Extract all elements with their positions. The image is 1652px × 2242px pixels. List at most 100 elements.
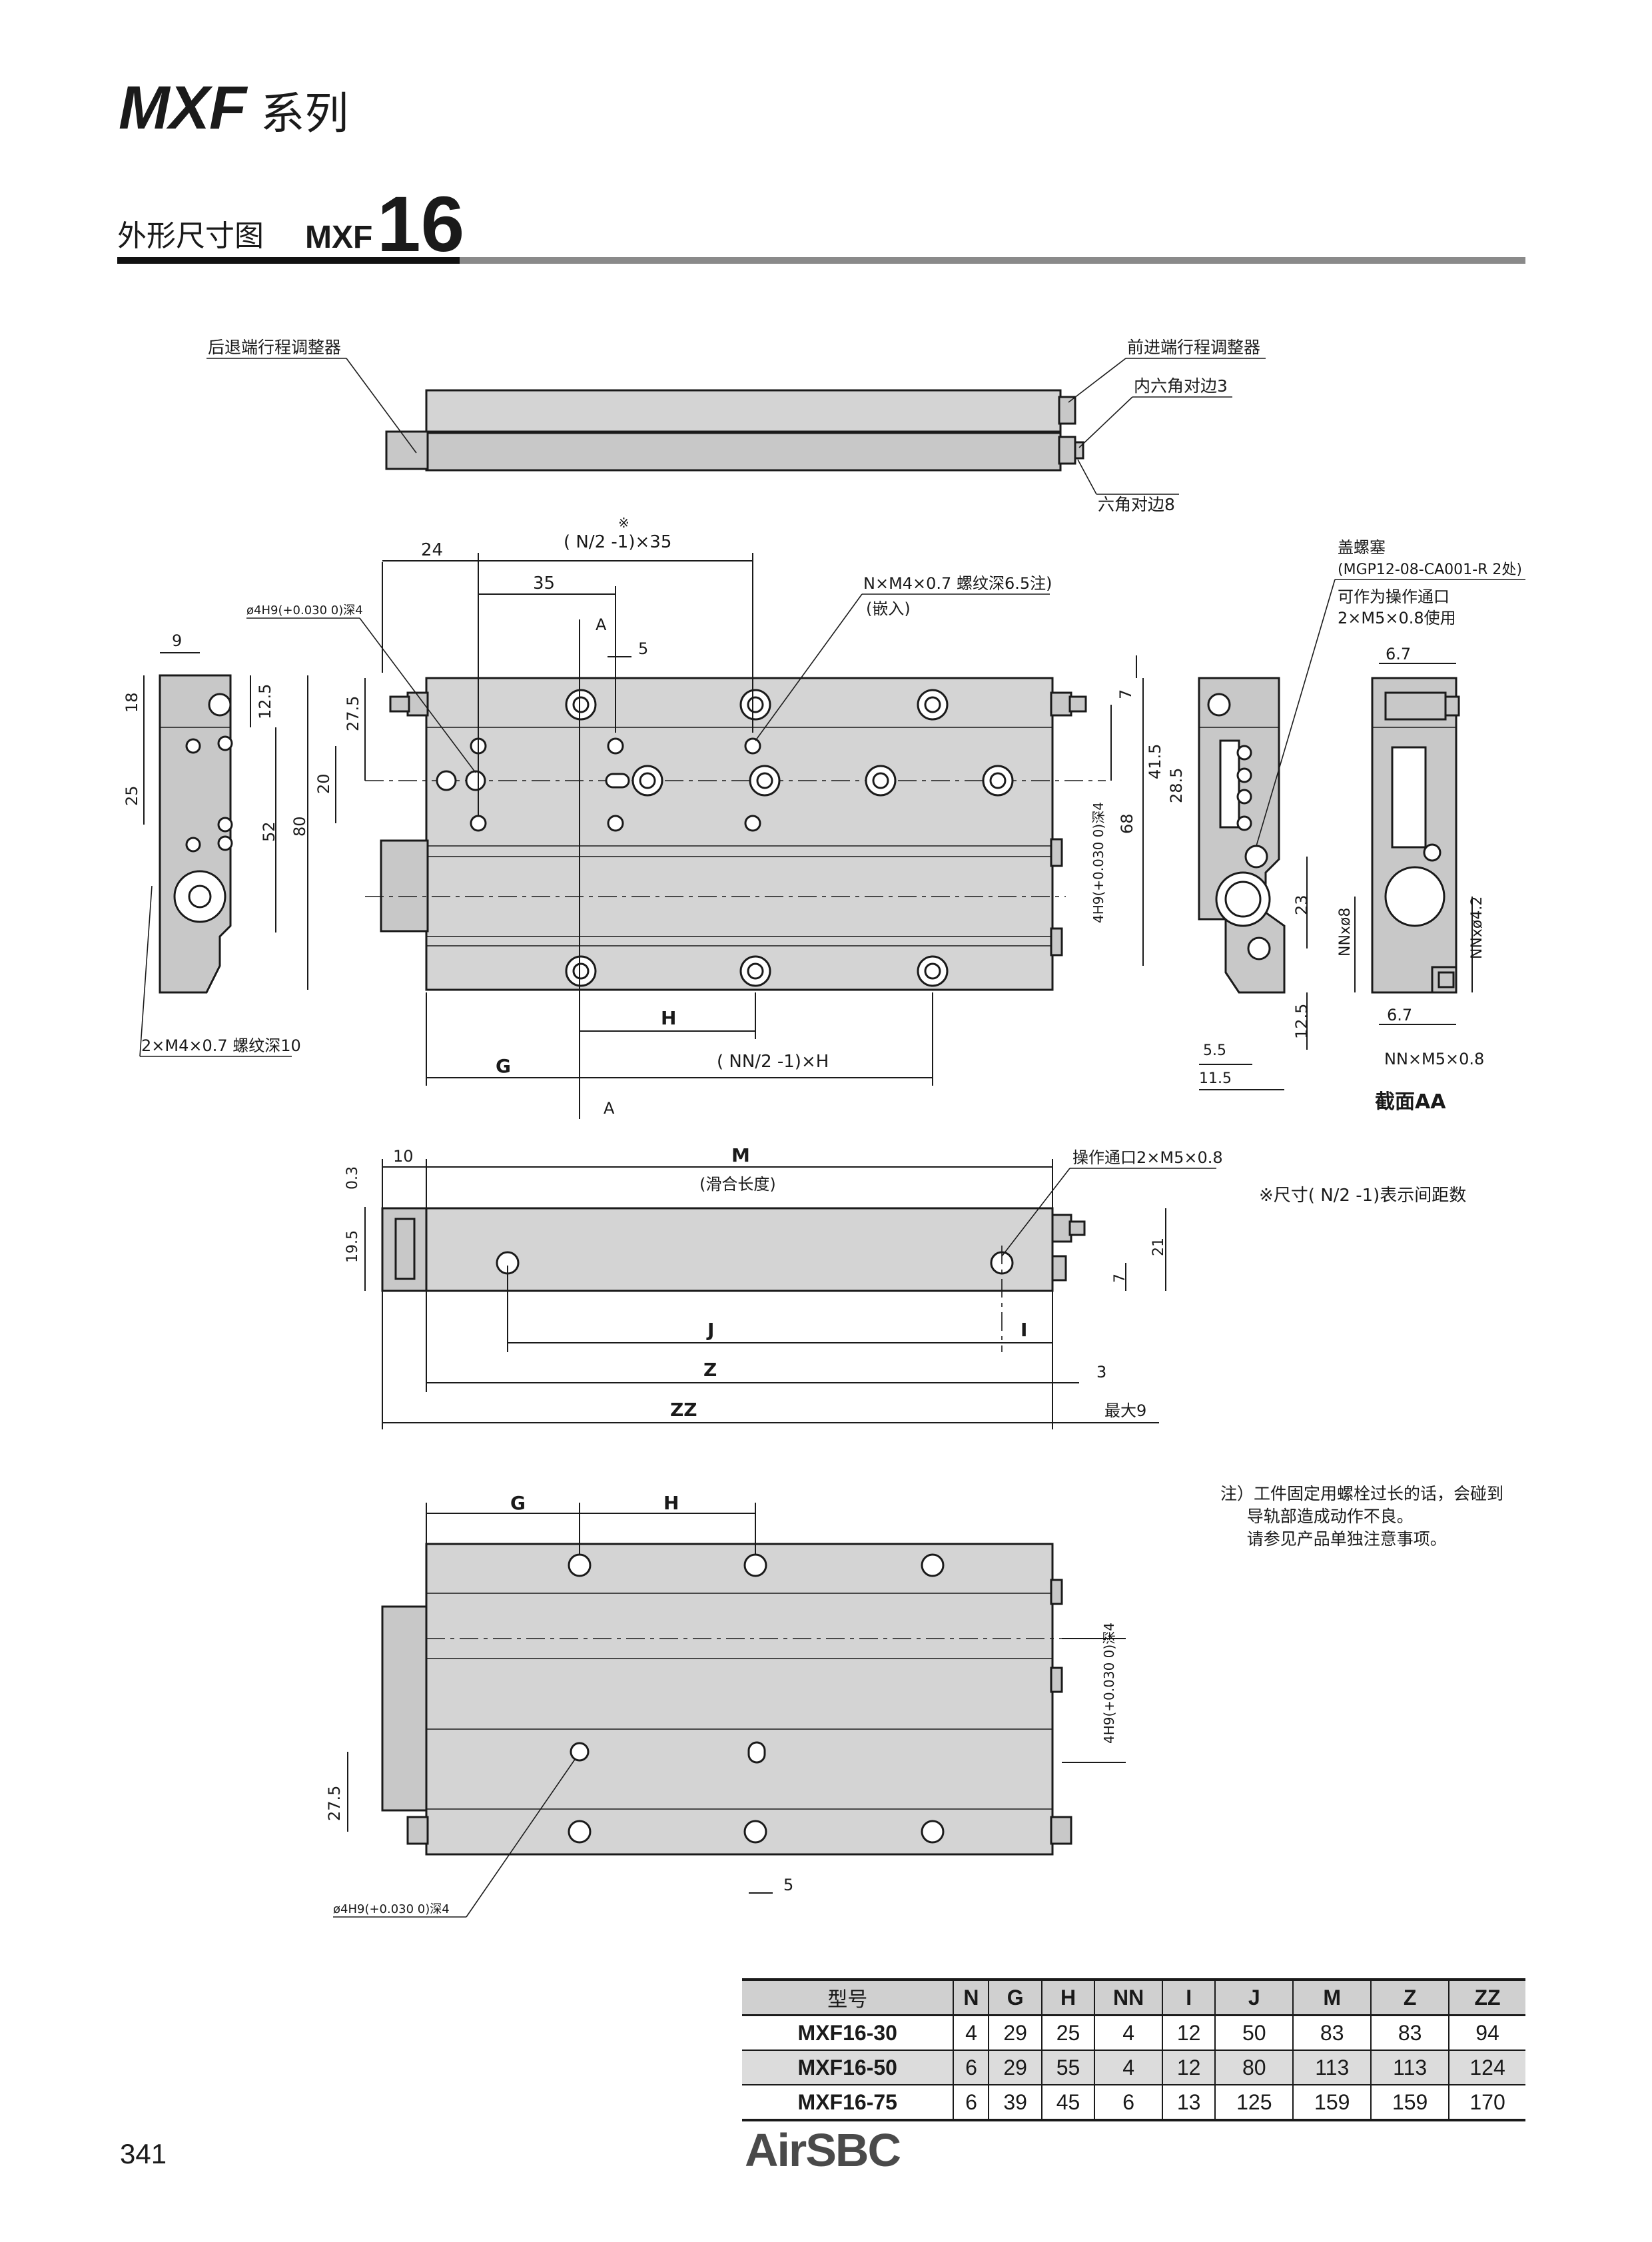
small-hole	[607, 815, 624, 832]
dim-9: 9	[172, 631, 182, 650]
table-cell: 83	[1292, 2015, 1372, 2051]
dim-41-5: 41.5	[1146, 744, 1164, 779]
dim-5: 5	[783, 1876, 793, 1894]
table-row: MXF16-50 6 29 55 4 12 80 113 113 124	[742, 2050, 1525, 2085]
pin-boss	[1050, 1667, 1063, 1693]
section-bore	[1384, 866, 1446, 927]
reference-note: ※尺寸( N/2 -1)表示间距数	[1259, 1186, 1467, 1206]
table-cell: 4	[953, 2015, 989, 2051]
profile-hole	[1207, 693, 1231, 717]
table-cell: 12	[1161, 2050, 1216, 2085]
leader	[1068, 358, 1126, 403]
cell-model: MXF16-30	[742, 2015, 954, 2051]
dim-7: 7	[1112, 1274, 1128, 1283]
dim-J: J	[706, 1319, 714, 1341]
top-view: 后退端行程调整器 前进端行程调整器 内六角对边3 六角对边8	[206, 338, 1266, 514]
column-header: 型号	[742, 1978, 954, 2016]
leader	[1077, 459, 1097, 495]
pin-hole	[570, 1742, 590, 1762]
table-cell: 113	[1370, 2050, 1449, 2085]
dim-NN-o4-2: NNxø4.2	[1469, 897, 1485, 959]
dim-A: A	[596, 615, 607, 634]
plug	[1236, 815, 1252, 831]
tapped-hole-inner	[572, 962, 590, 980]
table-row: MXF16-75 6 39 45 6 13 125 159 159 170	[742, 2085, 1525, 2121]
side-port-upper	[1051, 1214, 1072, 1243]
tapped-hole-inner	[756, 772, 773, 789]
side-hole	[436, 770, 457, 791]
tapped-hole-inner	[747, 962, 764, 980]
section-hole	[1423, 843, 1442, 862]
table-cell: 29	[988, 2015, 1042, 2051]
leader	[359, 617, 476, 773]
column-header: N	[953, 1978, 989, 2016]
section-title: 截面AA	[1375, 1090, 1446, 1114]
dim-pin-right: 4H9(+0.030 0)深4	[1090, 802, 1106, 923]
leader	[139, 885, 153, 1057]
table-cell: 13	[1161, 2085, 1216, 2121]
dim-pin: 4H9(+0.030 0)深4	[1101, 1623, 1117, 1744]
table-cell: 50	[1214, 2015, 1294, 2051]
dim-M: M	[731, 1144, 750, 1166]
dim-0-3: 0.3	[344, 1166, 361, 1190]
end-view-body	[1198, 677, 1286, 994]
label-rear-adjuster: 后退端行程调整器	[208, 338, 341, 357]
dim-27-5: 27.5	[325, 1786, 344, 1821]
profile-hole	[208, 693, 232, 717]
dim-24: 24	[421, 540, 443, 560]
section-rule-gray	[460, 257, 1525, 264]
front-view-body	[425, 677, 1054, 991]
slot-hole	[747, 1741, 766, 1764]
dim-23: 23	[1292, 895, 1311, 915]
port-hole	[1244, 845, 1268, 869]
dim-G: G	[510, 1492, 526, 1514]
rear-adjuster	[385, 430, 429, 470]
section-cavity	[1391, 746, 1427, 849]
label-port2: 2×M5×0.8使用	[1338, 609, 1456, 627]
small-hole	[744, 737, 761, 755]
plug	[1236, 745, 1252, 761]
dim-ZZ: ZZ	[670, 1399, 697, 1421]
leader	[1256, 579, 1336, 847]
table-cell: 6	[953, 2085, 989, 2121]
mounting-hole	[743, 1820, 767, 1844]
spec-table: 型号 N G H NN I J M Z ZZ MXF16-30 4 29 25 …	[742, 1978, 1525, 2121]
dim-35: 35	[533, 573, 555, 593]
tapped-hole-inner	[924, 962, 941, 980]
plug	[1236, 767, 1252, 783]
bottom-end-block	[381, 1605, 428, 1812]
leader	[755, 593, 863, 741]
leader	[466, 1758, 576, 1918]
notes: 注）工件固定用螺栓过长的话，会碰到 导轨部造成动作不良。 请参见产品单独注意事项…	[1220, 1483, 1503, 1551]
label-max: 最大9	[1104, 1401, 1146, 1420]
section-model-number: 16	[377, 181, 465, 268]
profile-hole	[185, 738, 201, 754]
table-cell: 4	[1094, 2015, 1162, 2051]
dim-12-5: 12.5	[256, 684, 274, 719]
table-cell: 113	[1292, 2050, 1372, 2085]
label-insert: (嵌入)	[866, 599, 911, 618]
top-view-lower-rail	[425, 432, 1062, 472]
profile-hole	[217, 817, 233, 833]
tapped-hole-inner	[924, 696, 941, 713]
dim-G: G	[496, 1055, 511, 1077]
tapped-hole-inner	[572, 696, 590, 713]
table-cell: 6	[953, 2050, 989, 2085]
table-cell: 159	[1370, 2085, 1449, 2121]
dim-80: 80	[290, 816, 309, 837]
front-view: 24 ( N/2 -1)×35 ※ 35 A 5 9 18 25 12.5 52…	[123, 515, 1186, 1119]
table-cell: 80	[1214, 2050, 1294, 2085]
end-block	[380, 839, 429, 933]
ref-mark: ※	[618, 515, 629, 531]
bottom-view-body	[425, 1543, 1054, 1856]
dim-52: 52	[260, 821, 278, 842]
label-front-adjuster: 前进端行程调整器	[1127, 338, 1260, 357]
pin-hole	[465, 770, 486, 791]
profile-hole	[217, 835, 233, 851]
dim-H: H	[663, 1492, 679, 1514]
dim-68: 68	[1118, 813, 1136, 834]
profile-hole	[185, 837, 201, 853]
section-heading: 外形尺寸图 MXF 16	[117, 185, 1525, 264]
